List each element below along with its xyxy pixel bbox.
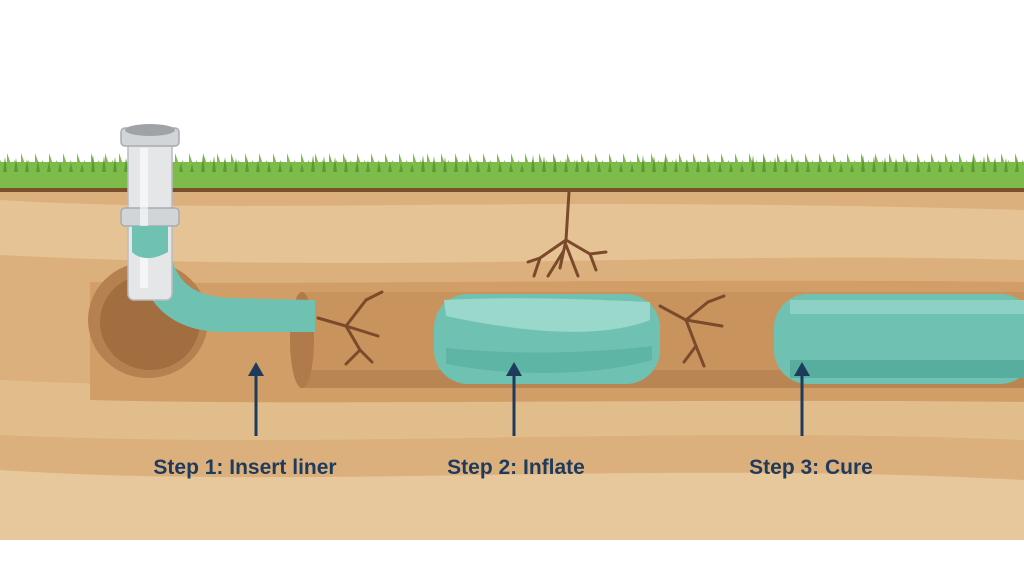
grass-blade-shadows xyxy=(3,155,1019,172)
grass-blades xyxy=(0,153,1024,172)
cleanout-riser xyxy=(120,124,180,301)
liner-inflated xyxy=(434,294,660,384)
liner-insert xyxy=(138,225,315,332)
arrow-step-1 xyxy=(248,362,264,436)
root-pipe-left xyxy=(316,290,384,366)
topsoil-line xyxy=(0,186,1024,192)
arrow-step-2 xyxy=(506,362,522,436)
soil-layer-upper xyxy=(0,200,1024,264)
root-pipe-middle xyxy=(658,294,726,368)
grass-blade-shapes xyxy=(0,153,1024,170)
step-3-label: Step 3: Cure xyxy=(749,456,873,479)
step-1-label: Step 1: Insert liner xyxy=(153,456,337,479)
liner-cured xyxy=(774,294,1024,384)
arrow-step-3 xyxy=(794,362,810,436)
soil-layer-lower xyxy=(0,470,1024,540)
step-2-label: Step 2: Inflate xyxy=(447,456,585,479)
root-surface xyxy=(526,190,608,278)
liner-riser xyxy=(132,226,168,259)
